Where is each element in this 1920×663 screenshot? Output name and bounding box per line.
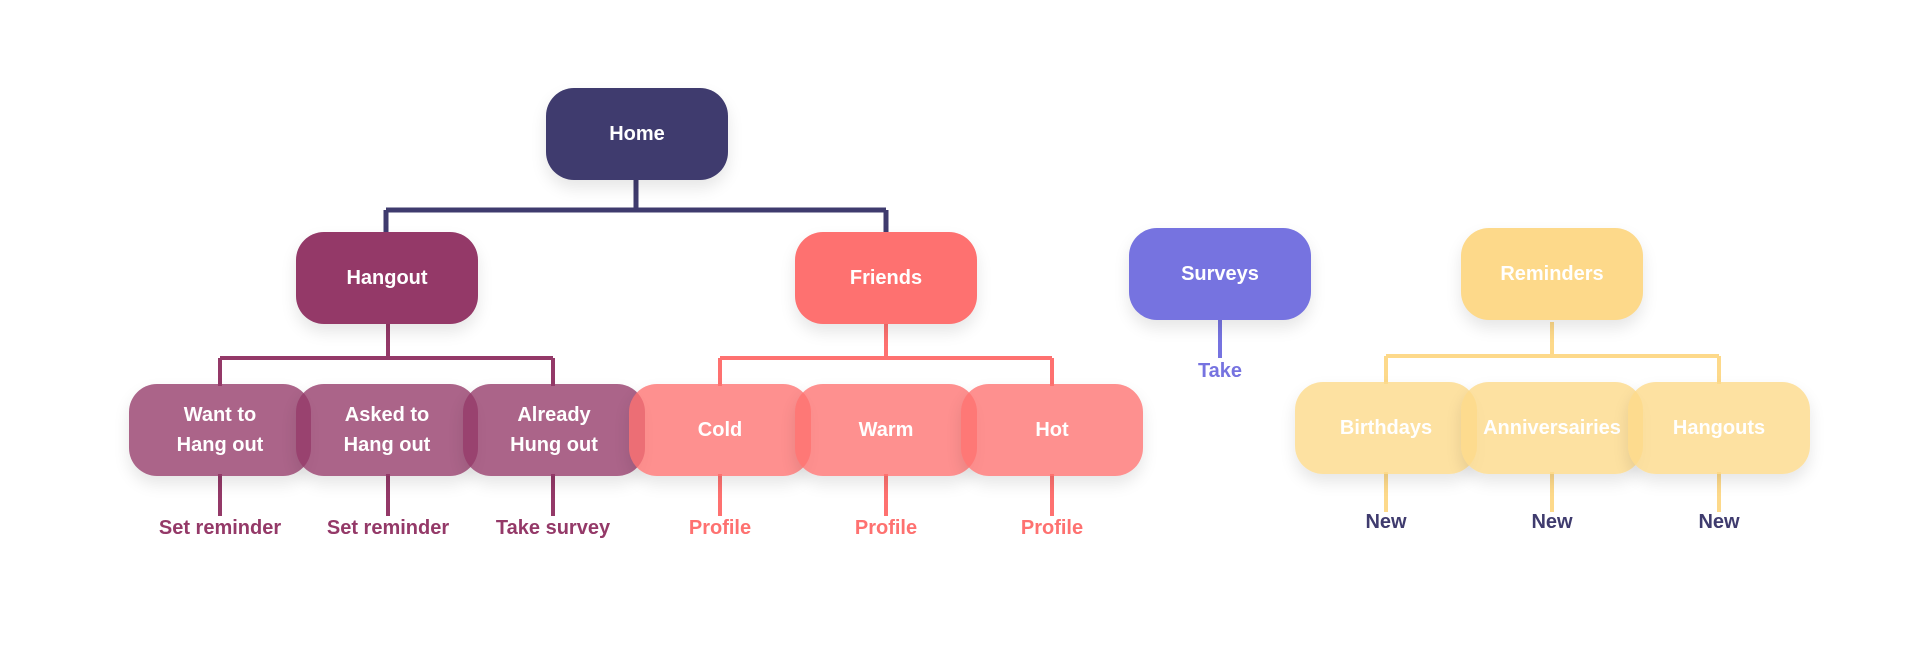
surveys-node[interactable]: Surveys [1129,228,1311,320]
already-hung-out-node[interactable]: Already Hung out [463,384,645,476]
friends-node-label: Friends [849,267,923,289]
birthdays-label: Birthdays [1339,417,1433,439]
reminders-node[interactable]: Reminders [1461,228,1643,320]
friends-child-3-action[interactable]: Profile [1020,517,1084,539]
friends-node[interactable]: Friends [795,232,977,324]
friends-connectors [718,324,1054,516]
asked-to-hang-out-label: Asked to Hang out [343,404,431,456]
hangout-child-1-action[interactable]: Set reminder [158,517,282,539]
reminders-connectors [1384,322,1721,512]
hot-label: Hot [1035,419,1069,441]
hangouts-node[interactable]: Hangouts [1628,382,1810,474]
friends-child-2-action[interactable]: Profile [854,517,918,539]
home-node[interactable]: Home [546,88,728,180]
hangout-node-label: Hangout [346,267,428,289]
hangout-child-3-action[interactable]: Take survey [495,517,611,539]
surveys-action[interactable]: Take [1197,360,1243,382]
reminders-child-3-action[interactable]: New [1698,511,1740,533]
home-node-label: Home [609,123,665,145]
want-to-hang-out-label: Want to Hang out [176,404,264,456]
warm-node[interactable]: Warm [795,384,977,476]
warm-label: Warm [858,419,914,441]
hot-node[interactable]: Hot [961,384,1143,476]
reminders-node-label: Reminders [1500,263,1604,285]
cold-node[interactable]: Cold [629,384,811,476]
anniversairies-label: Anniversairies [1483,417,1621,439]
home-connectors [383,180,889,232]
asked-to-hang-out-node[interactable]: Asked to Hang out [296,384,478,476]
hangouts-label: Hangouts [1672,417,1766,439]
hangout-connectors [218,324,555,516]
friends-child-1-action[interactable]: Profile [688,517,752,539]
want-to-hang-out-node[interactable]: Want to Hang out [129,384,311,476]
anniversairies-node[interactable]: Anniversairies [1461,382,1643,474]
already-hung-out-label: Already Hung out [510,404,598,456]
hangout-node[interactable]: Hangout [296,232,478,324]
birthdays-node[interactable]: Birthdays [1295,382,1477,474]
surveys-node-label: Surveys [1181,263,1259,285]
cold-label: Cold [697,419,743,441]
reminders-child-1-action[interactable]: New [1365,511,1407,533]
reminders-child-2-action[interactable]: New [1531,511,1573,533]
hangout-child-2-action[interactable]: Set reminder [326,517,450,539]
